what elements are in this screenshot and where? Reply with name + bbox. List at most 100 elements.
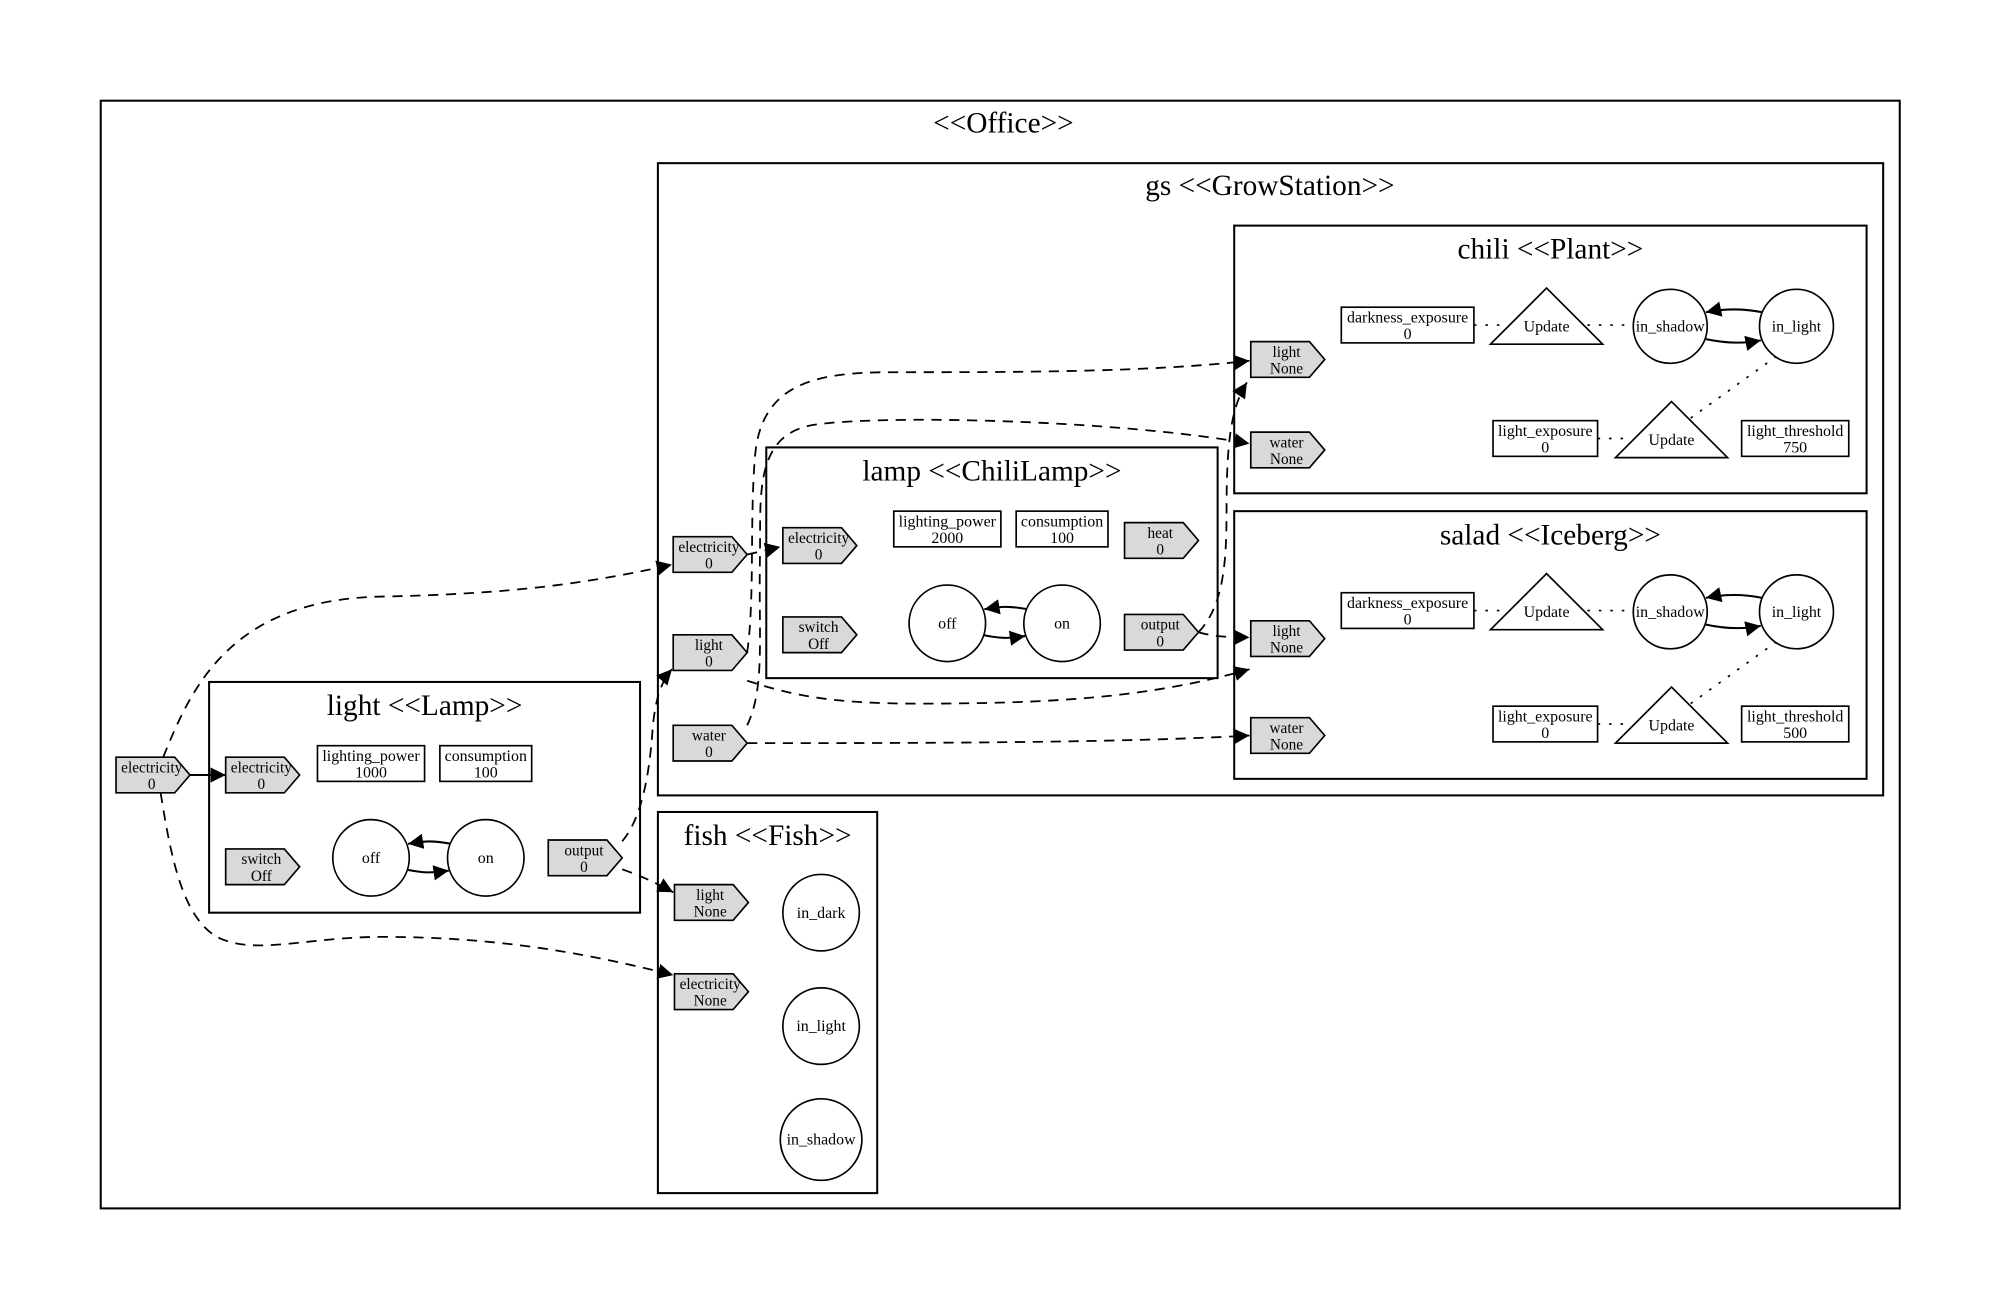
edge-salad-in_light-to-salad-in_shadow bbox=[1705, 587, 1763, 603]
port-name: output bbox=[564, 842, 604, 859]
attribute-value: 100 bbox=[474, 765, 498, 782]
port-value: 0 bbox=[1156, 633, 1164, 650]
state-label: off bbox=[362, 850, 381, 867]
port-name: switch bbox=[799, 619, 839, 636]
attribute-box bbox=[316, 744, 426, 783]
state-lamp-off[interactable]: off bbox=[908, 584, 987, 663]
edge-gs-electricity-to-lamp-electricity bbox=[746, 542, 781, 558]
attribute-value: 0 bbox=[1541, 725, 1549, 742]
port-name: switch bbox=[241, 851, 281, 868]
state-light-off[interactable]: off bbox=[331, 818, 411, 897]
attribute-name: light_exposure bbox=[1498, 708, 1593, 725]
port-name: electricity bbox=[678, 539, 739, 556]
port-shape bbox=[224, 848, 301, 886]
port-value: 0 bbox=[258, 776, 266, 793]
cluster-light[interactable]: light <<Lamp>> bbox=[208, 680, 642, 914]
cluster-lamp[interactable]: lamp <<ChiliLamp>> bbox=[765, 446, 1219, 680]
port-value: 0 bbox=[148, 776, 156, 793]
update-salad-update-1[interactable]: Update bbox=[1488, 572, 1605, 631]
attribute-name: darkness_exposure bbox=[1347, 309, 1468, 326]
state-circle bbox=[1632, 288, 1709, 365]
update-salad-update-2[interactable]: Update bbox=[1613, 685, 1730, 744]
state-circle bbox=[1632, 574, 1709, 650]
state-fish-in_light[interactable]: in_light bbox=[782, 987, 861, 1066]
attribute-value: 100 bbox=[1050, 530, 1074, 547]
state-chili-in_shadow[interactable]: in_shadow bbox=[1632, 288, 1709, 365]
edge-light-on-to-light-off bbox=[407, 833, 452, 849]
state-label: in_shadow bbox=[787, 1132, 857, 1149]
port-name: electricity bbox=[788, 530, 849, 547]
port-shape bbox=[1249, 340, 1326, 379]
state-fish-in_shadow[interactable]: in_shadow bbox=[779, 1097, 863, 1182]
port-value: 0 bbox=[1156, 541, 1164, 558]
state-circle bbox=[1758, 574, 1835, 650]
attribute-box bbox=[1740, 705, 1850, 743]
edge-gs-light-to-salad-light bbox=[746, 666, 1250, 705]
state-light-on[interactable]: on bbox=[446, 818, 525, 897]
cluster-fish[interactable]: fish <<Fish>> bbox=[656, 810, 879, 1195]
attribute-name: consumption bbox=[1021, 513, 1103, 530]
port-shape bbox=[224, 756, 301, 794]
edge-chili-in_shadow-to-chili-in_light bbox=[1705, 335, 1761, 351]
update-chili-update-1[interactable]: Update bbox=[1488, 286, 1605, 345]
fish-title: fish <<Fish>> bbox=[684, 820, 852, 852]
port-name: water bbox=[692, 728, 726, 745]
state-salad-in_shadow[interactable]: in_shadow bbox=[1632, 574, 1709, 650]
attribute-value: 0 bbox=[1404, 326, 1412, 343]
attribute-box bbox=[1492, 705, 1599, 743]
attribute-value: 750 bbox=[1783, 440, 1807, 457]
state-circle bbox=[331, 818, 411, 897]
state-lamp-on[interactable]: on bbox=[1022, 584, 1102, 663]
state-fish-in_dark[interactable]: in_dark bbox=[782, 873, 861, 952]
cluster-office: <<Office>> bbox=[99, 99, 1901, 1210]
port-value: None bbox=[1270, 360, 1303, 377]
attribute-box bbox=[1492, 419, 1599, 458]
port-value: 0 bbox=[815, 547, 823, 564]
lamp-frame bbox=[765, 446, 1219, 680]
cluster-salad[interactable]: salad <<Iceberg>> bbox=[1233, 510, 1868, 780]
state-label: in_dark bbox=[797, 905, 846, 922]
port-value: None bbox=[1270, 640, 1303, 657]
fish-frame bbox=[656, 810, 879, 1195]
attribute-value: 2000 bbox=[931, 530, 963, 547]
attribute-name: light_exposure bbox=[1498, 423, 1593, 440]
port-name: water bbox=[1270, 434, 1304, 451]
salad-frame bbox=[1233, 510, 1868, 780]
edge-chili-update-2-to-chili-in_light bbox=[1690, 354, 1778, 419]
state-circle bbox=[1022, 584, 1102, 663]
update-label: Update bbox=[1524, 318, 1570, 335]
state-chili-in_light[interactable]: in_light bbox=[1758, 288, 1835, 365]
port-shape bbox=[1249, 716, 1326, 755]
update-chili-update-2[interactable]: Update bbox=[1613, 400, 1730, 459]
state-circle bbox=[1758, 288, 1835, 365]
state-salad-in_light[interactable]: in_light bbox=[1758, 574, 1835, 650]
